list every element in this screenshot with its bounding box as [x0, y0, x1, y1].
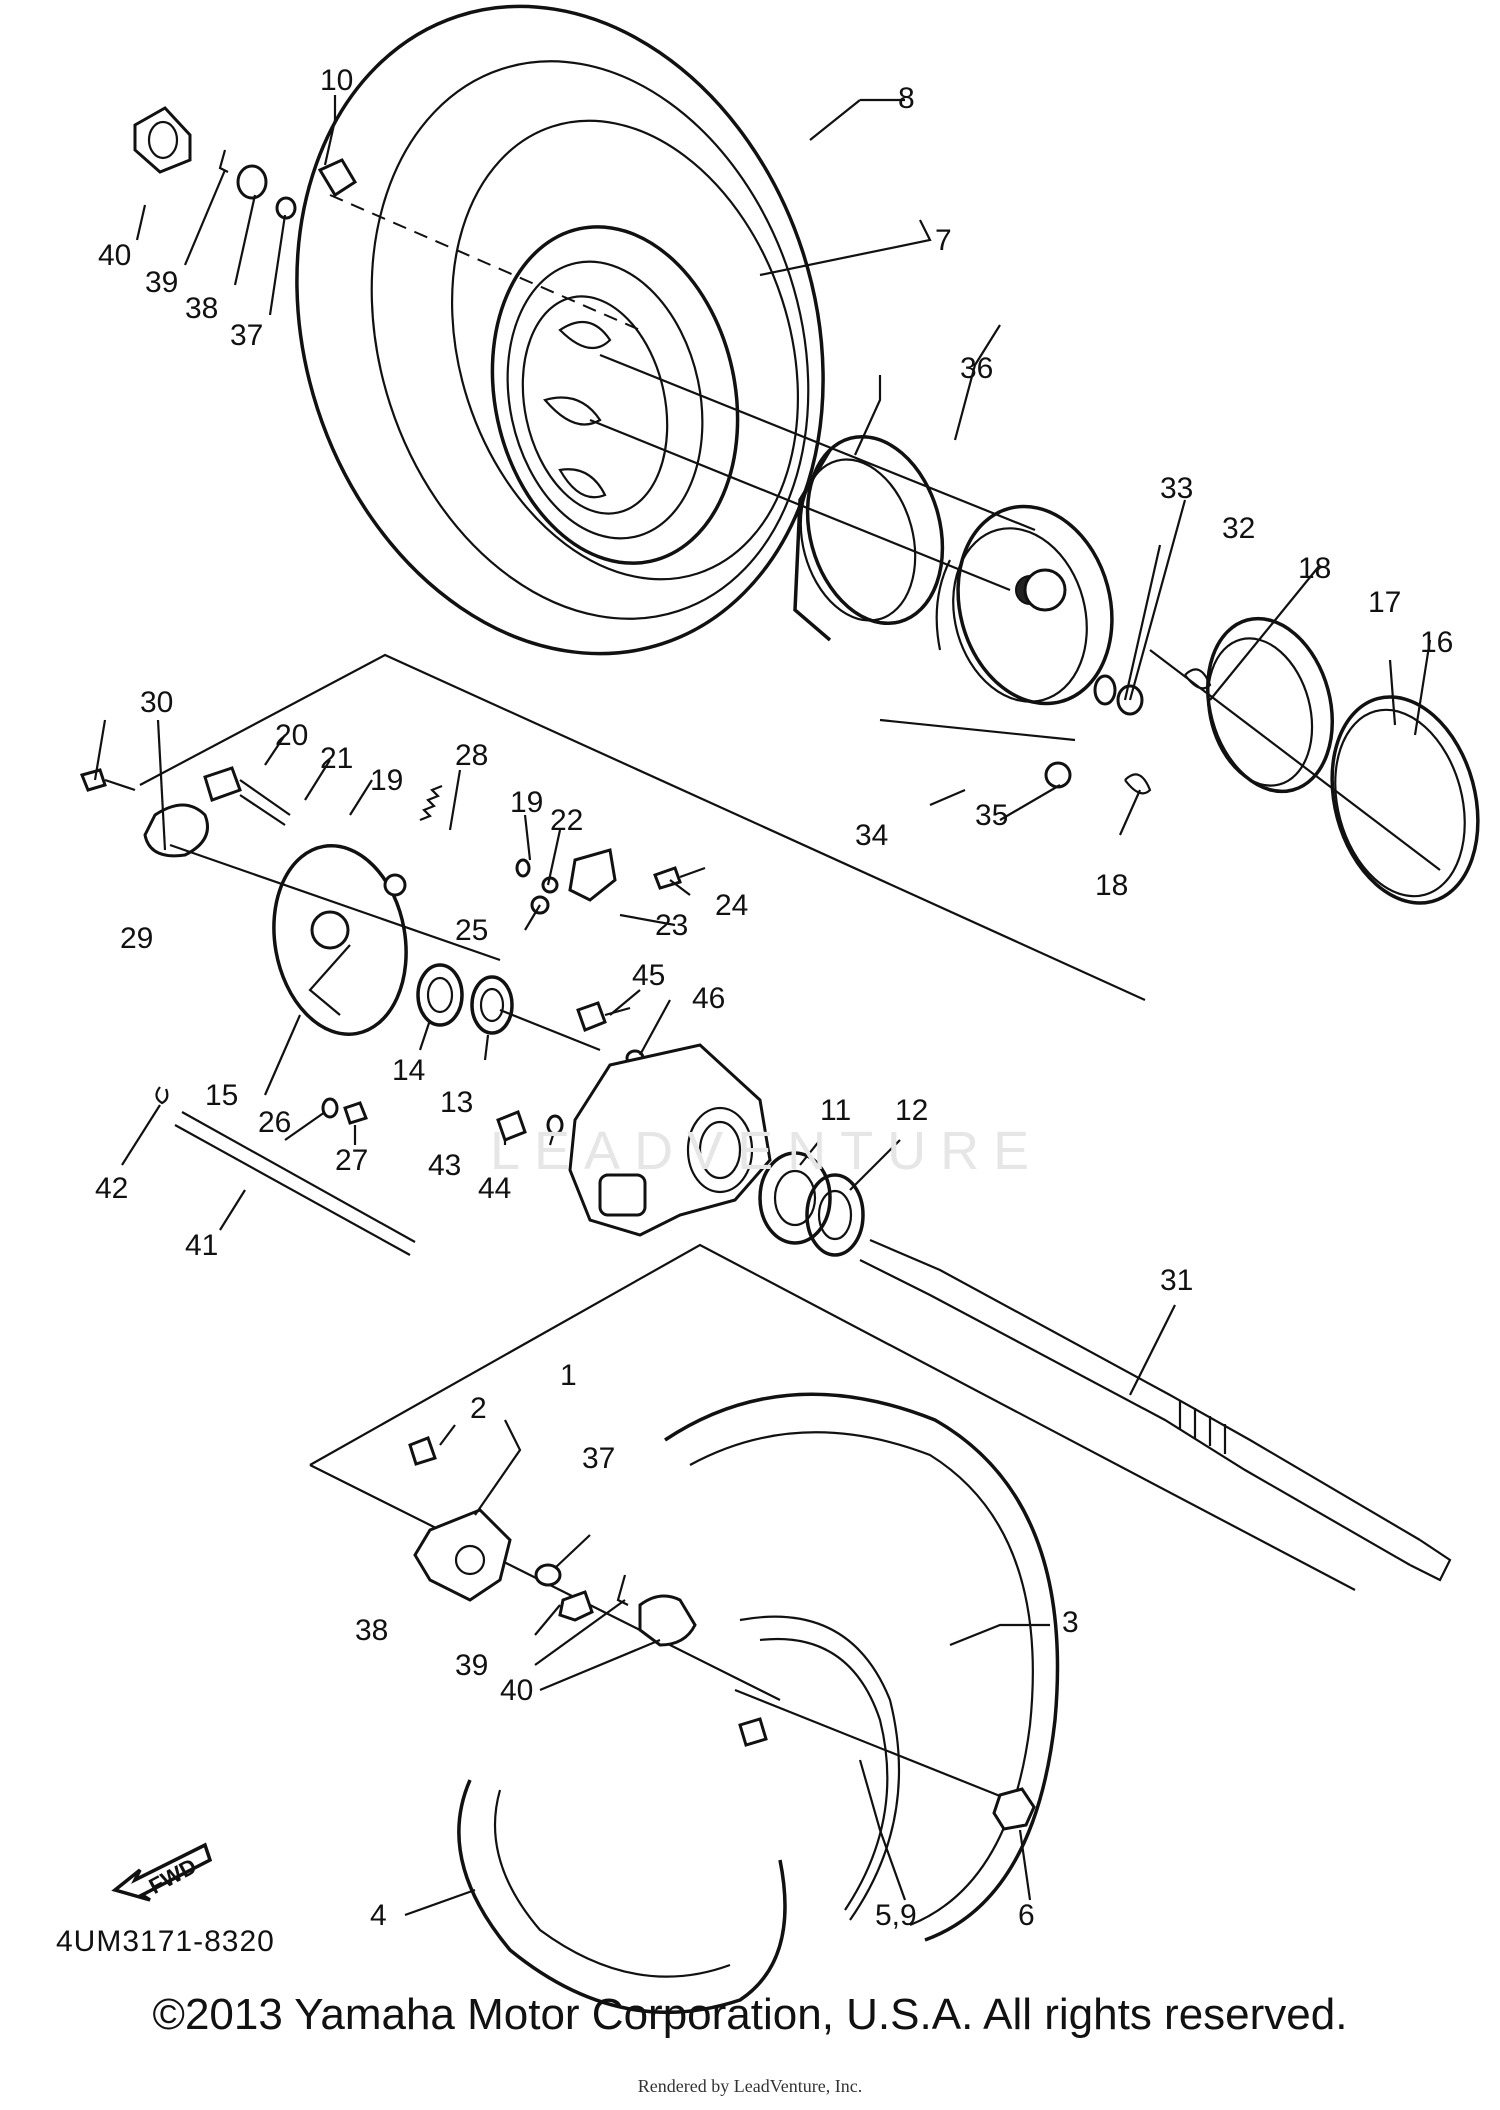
callout-8: 8	[898, 82, 915, 115]
callout-27: 27	[335, 1144, 368, 1177]
callout-40b: 40	[500, 1674, 533, 1707]
callout-4: 4	[370, 1899, 387, 1932]
callout-34: 34	[855, 819, 888, 852]
callout-37: 37	[230, 319, 263, 352]
callout-21: 21	[320, 742, 353, 775]
callout-2: 2	[470, 1392, 487, 1425]
callout-20: 20	[275, 719, 308, 752]
fwd-arrow-icon	[111, 1842, 213, 1902]
brake-shoe-17	[1205, 616, 1335, 794]
callout-41: 41	[185, 1229, 218, 1262]
callout-38: 38	[185, 292, 218, 325]
callout-15: 15	[205, 1079, 238, 1112]
wheel-hub-1	[413, 1508, 512, 1602]
brake-hub-34	[935, 504, 1114, 706]
backing-plate-15	[272, 844, 408, 1036]
callout-33: 33	[1160, 472, 1193, 505]
callout-7: 7	[935, 224, 952, 257]
callout-38b: 38	[355, 1614, 388, 1647]
copyright-notice: ©2013 Yamaha Motor Corporation, U.S.A. A…	[152, 1990, 1348, 2039]
callout-16: 16	[1420, 626, 1453, 659]
callout-37b: 37	[582, 1442, 615, 1475]
callout-14: 14	[392, 1054, 425, 1087]
callout-3: 3	[1062, 1606, 1079, 1639]
callout-35: 35	[975, 799, 1008, 832]
castle-nut-40	[133, 106, 192, 174]
callout-23: 23	[655, 909, 688, 942]
callout-42: 42	[95, 1172, 128, 1205]
callout-39: 39	[145, 266, 178, 299]
callout-11: 11	[820, 1094, 851, 1127]
callout-36: 36	[960, 352, 993, 385]
callout-1: 1	[560, 1359, 577, 1392]
callout-46: 46	[692, 982, 725, 1015]
callout-5-9: 5,9	[875, 1899, 917, 1932]
callout-10: 10	[320, 64, 353, 97]
rear-wheel-3	[664, 1392, 1060, 1942]
callout-25: 25	[455, 914, 488, 947]
callout-19a: 19	[370, 764, 403, 797]
callout-32: 32	[1222, 512, 1255, 545]
callout-19b: 19	[510, 786, 543, 819]
callout-45: 45	[632, 959, 665, 992]
callout-12: 12	[895, 1094, 928, 1127]
drum-36	[793, 434, 945, 642]
callout-18a: 18	[1298, 552, 1331, 585]
callout-43: 43	[428, 1149, 461, 1182]
rear-axle-31	[859, 1238, 1452, 1582]
callout-17: 17	[1368, 586, 1401, 619]
callout-22: 22	[550, 804, 583, 837]
callout-18b: 18	[1095, 869, 1128, 902]
knuckle-housing	[568, 1043, 772, 1237]
seal-ring-16	[1330, 695, 1480, 905]
diagram-code: 4UM3171-8320	[56, 1925, 275, 1958]
callout-13: 13	[440, 1086, 473, 1119]
callout-6: 6	[1018, 1899, 1035, 1932]
callout-39b: 39	[455, 1649, 488, 1682]
callout-labels: 10 8 7 40 39 38 37 36 33 32 18 17 16 30 …	[95, 64, 1453, 1932]
callout-44: 44	[478, 1172, 511, 1205]
callout-30: 30	[140, 686, 173, 719]
rear-tire-4	[457, 1779, 787, 2015]
callout-28: 28	[455, 739, 488, 772]
rendered-by-credit: Rendered by LeadVenture, Inc.	[637, 2076, 863, 2096]
callout-40: 40	[98, 239, 131, 272]
watermark: LEADVENTURE	[490, 1121, 1044, 1181]
wheel-rim-7	[490, 225, 740, 565]
callout-26: 26	[258, 1106, 291, 1139]
callout-24: 24	[715, 889, 748, 922]
callout-29: 29	[120, 922, 153, 955]
callout-31: 31	[1160, 1264, 1193, 1297]
front-tire-8	[295, 4, 825, 656]
